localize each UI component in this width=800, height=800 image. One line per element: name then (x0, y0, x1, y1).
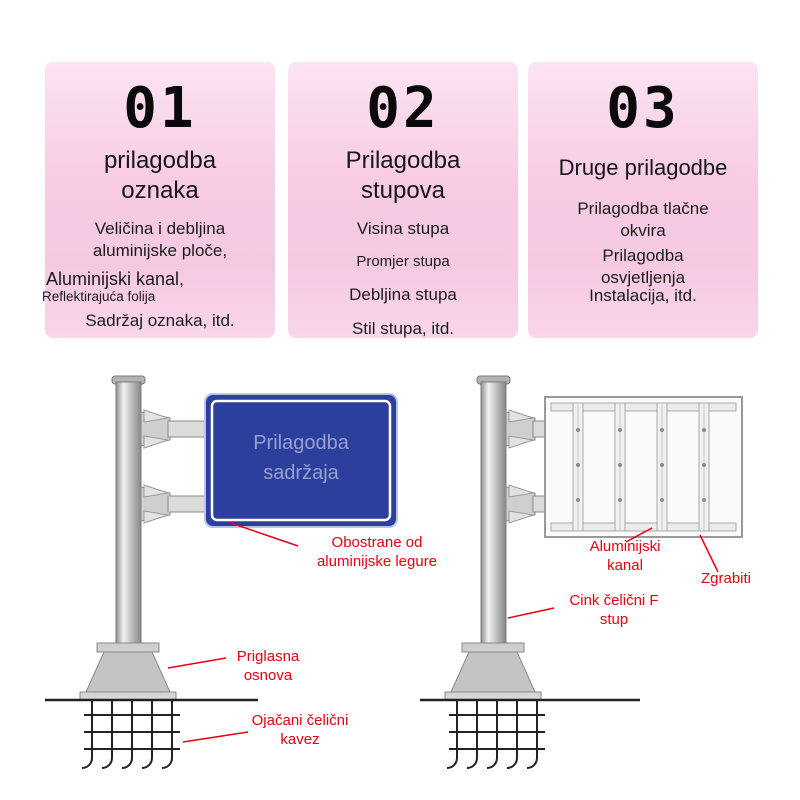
card-number-02: 02 (366, 76, 440, 141)
label-zinc-steel-f-pole: Cink čelični F stup (569, 592, 659, 628)
card-lines-01: Veličina i debljina aluminijske ploče, A… (42, 218, 260, 332)
sign-face-text: Prilagodba sadržaja (253, 432, 349, 484)
right-pole-assembly (420, 375, 743, 769)
card-line: Prilagodba osvjetljenja (600, 245, 686, 287)
card-line: Reflektirajuća folija (42, 288, 156, 304)
card-line: Veličina i debljina aluminijske ploče, (92, 219, 228, 261)
right-base (444, 642, 542, 701)
card-number-03: 03 (606, 76, 680, 141)
card-line: Sadržaj oznaka, itd. (85, 311, 235, 331)
leader-grab (699, 534, 719, 573)
card-sign-customization: 01 prilagodba oznaka Veličina i debljina… (42, 62, 275, 338)
blue-sign-board (204, 393, 398, 528)
left-arm-bottom (140, 484, 209, 524)
card-line: Prilagodba tlačne okvira (577, 198, 709, 240)
left-pole-assembly (45, 375, 398, 769)
left-base (79, 642, 177, 701)
card-lines-02: Visina stupa Promjer stupa Debljina stup… (303, 218, 503, 340)
leader-channel (625, 527, 653, 543)
card-line: Stil stupa, itd. (351, 318, 455, 338)
left-pole (115, 381, 142, 656)
card-line: Aluminijski kanal, (46, 269, 185, 290)
card-title-01: prilagodba oznaka (103, 147, 217, 204)
label-grab: Zgrabiti (700, 570, 752, 587)
label-aluminium-channel: Aluminijski kanal (589, 538, 661, 574)
card-lines-03: Prilagodba tlačne okvira Prilagodba osvj… (543, 198, 743, 307)
card-line: Debljina stupa (349, 284, 457, 304)
card-other-customization: 03 Druge prilagodbe Prilagodba tlačne ok… (528, 62, 758, 338)
card-pole-customization: 02 Prilagodba stupova Visina stupa Promj… (288, 62, 518, 338)
left-arm-top (140, 409, 209, 449)
pole-diagram-drawing (45, 375, 743, 769)
leader-cage (182, 731, 249, 743)
right-pole (480, 381, 507, 656)
right-steel-cage (446, 700, 545, 769)
label-steel-cage: Ojačani čelični kavez (251, 712, 349, 748)
card-number-01: 01 (123, 76, 197, 141)
card-title-03: Druge prilagodbe (558, 155, 728, 180)
leader-pole (507, 607, 555, 619)
label-base: Priglasna osnova (236, 648, 300, 684)
card-title-02: Prilagodba stupova (345, 147, 461, 204)
card-line: Promjer stupa (356, 253, 450, 271)
card-line: Visina stupa (356, 219, 450, 238)
left-steel-cage (81, 700, 180, 769)
pole-diagrams: Prilagodba sadržaja Obostrane od alumini… (0, 360, 800, 800)
sign-back-frame (544, 396, 743, 538)
label-double-sided-aluminium: Obostrane od aluminijske legure (316, 534, 438, 570)
aluminium-channels (572, 402, 710, 532)
leader-base (167, 657, 227, 669)
card-line: Instalacija, itd. (589, 285, 697, 305)
leader-double-sided (227, 521, 299, 547)
